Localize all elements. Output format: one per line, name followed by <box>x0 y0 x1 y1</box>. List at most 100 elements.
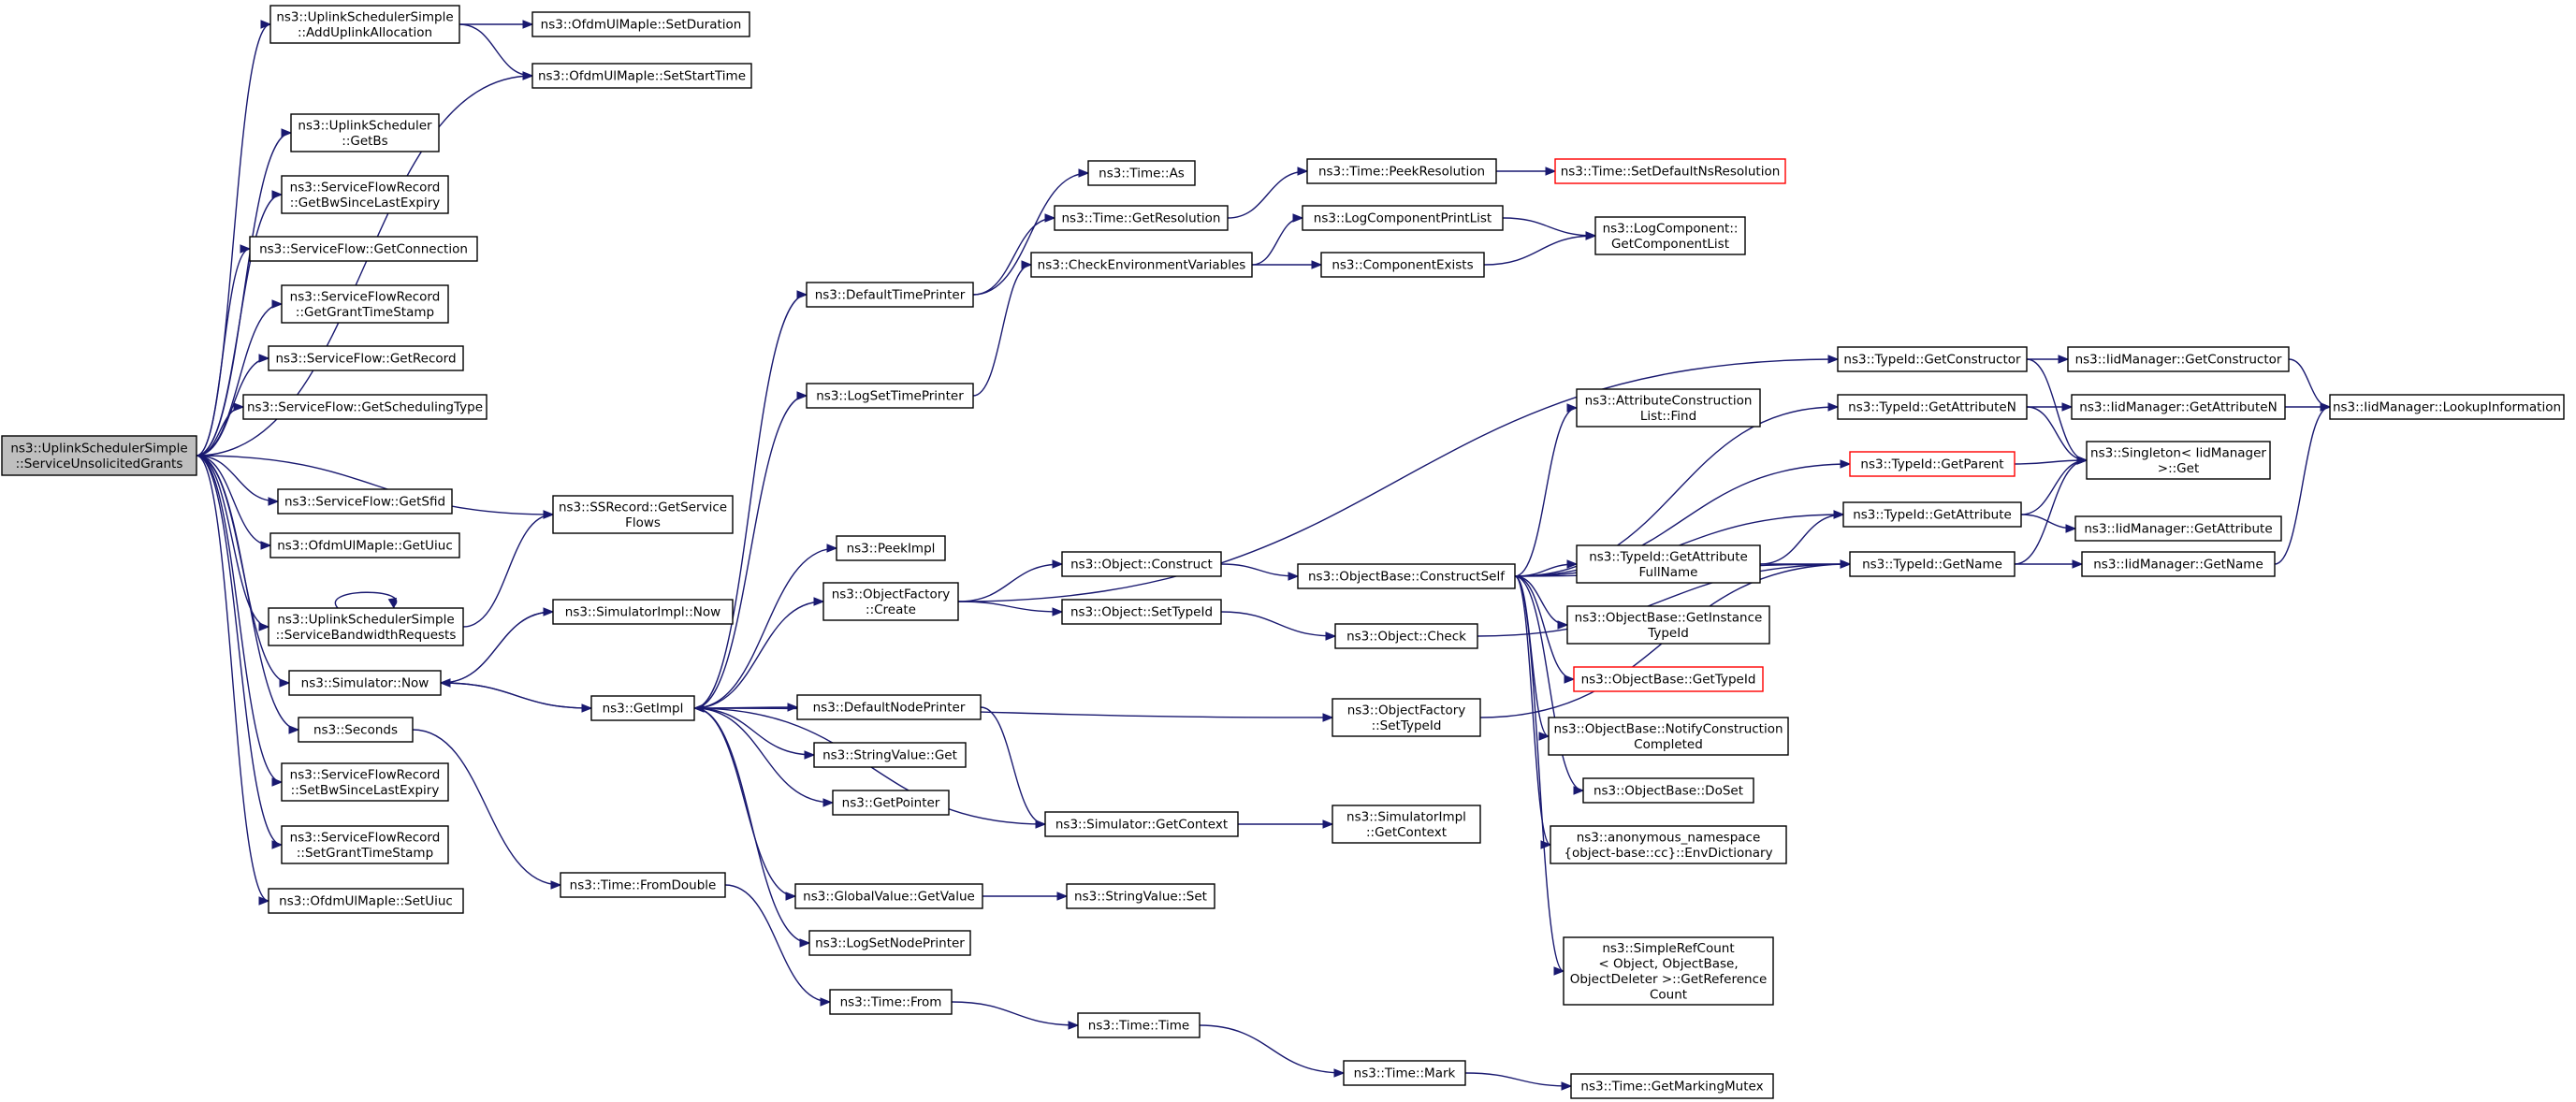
call-edge <box>957 355 1840 602</box>
function-node-getUiuc[interactable]: ns3::OfdmUlMapIe::GetUiuc <box>269 532 460 558</box>
function-node-typeIdGetConstructor[interactable]: ns3::TypeId::GetConstructor <box>1837 346 2028 372</box>
call-edge-line <box>1514 575 1575 680</box>
function-node-objBaseNotify[interactable]: ns3::ObjectBase::NotifyConstructionCompl… <box>1548 717 1789 756</box>
function-node-timeMark[interactable]: ns3::Time::Mark <box>1343 1060 1466 1086</box>
function-node-iidLookup[interactable]: ns3::IidManager::LookupInformation <box>2329 394 2565 420</box>
function-node-label: ::GetGrantTimeStamp <box>296 305 434 320</box>
function-node-box <box>1077 1012 1201 1038</box>
function-node-getBwSince[interactable]: ns3::ServiceFlowRecord::GetBwSinceLastEx… <box>281 175 449 214</box>
function-node-objBaseConstructSelf[interactable]: ns3::ObjectBase::ConstructSelf <box>1297 563 1516 589</box>
function-node-getImpl[interactable]: ns3::GetImpl <box>590 695 695 721</box>
function-node-label: ns3::LogComponentPrintList <box>1314 211 1492 226</box>
call-edge-arrowhead <box>1840 459 1852 469</box>
function-node-objConstruct[interactable]: ns3::Object::Construct <box>1061 551 1222 577</box>
function-node-box <box>1297 563 1516 589</box>
function-node-getSchedType[interactable]: ns3::ServiceFlow::GetSchedulingType <box>242 394 488 420</box>
function-node-setUiuc[interactable]: ns3::OfdmUlMapIe::SetUiuc <box>268 888 464 914</box>
function-node-getBs[interactable]: ns3::UplinkScheduler::GetBs <box>290 113 440 152</box>
call-edge-line <box>440 682 592 709</box>
function-node-objCheck[interactable]: ns3::Object::Check <box>1334 623 1478 649</box>
function-node-typeIdGetParent[interactable]: ns3::TypeId::GetParent <box>1849 451 2016 477</box>
function-node-label: ns3::Time::As <box>1099 167 1185 181</box>
function-node-timeFrom[interactable]: ns3::Time::From <box>829 989 953 1015</box>
function-node-box <box>268 607 464 646</box>
function-node-box <box>268 345 464 371</box>
function-node-timePeekRes[interactable]: ns3::Time::PeekResolution <box>1306 158 1497 184</box>
function-node-simGetContext[interactable]: ns3::Simulator::GetContext <box>1044 811 1239 837</box>
call-edge-line <box>196 455 299 731</box>
function-node-typeIdGetAttr[interactable]: ns3::TypeId::GetAttribute <box>1842 501 2022 528</box>
function-node-iidGetAttrN[interactable]: ns3::IidManager::GetAttributeN <box>2071 394 2286 420</box>
function-node-iidGetConstructor[interactable]: ns3::IidManager::GetConstructor <box>2067 346 2290 372</box>
function-node-objFactCreate[interactable]: ns3::ObjectFactory::Create <box>822 582 959 621</box>
function-node-getGrantTS[interactable]: ns3::ServiceFlowRecord::GetGrantTimeStam… <box>281 284 449 324</box>
function-node-logCompPrintList[interactable]: ns3::LogComponentPrintList <box>1302 205 1504 231</box>
function-node-logCompGetList[interactable]: ns3::LogComponent::GetComponentList <box>1594 216 1746 255</box>
call-edge-arrowhead <box>258 354 270 363</box>
function-node-logSetNodePrinter[interactable]: ns3::LogSetNodePrinter <box>808 930 971 956</box>
function-node-getRecord[interactable]: ns3::ServiceFlow::GetRecord <box>268 345 464 371</box>
function-node-addUplink[interactable]: ns3::UplinkSchedulerSimple::AddUplinkAll… <box>269 5 460 44</box>
call-edge-line <box>1514 463 1851 577</box>
function-node-anonEnvDict[interactable]: ns3::anonymous_namespace{object-base::cc… <box>1550 825 1787 864</box>
function-node-timeTime[interactable]: ns3::Time::Time <box>1077 1012 1201 1038</box>
function-node-defNodePrinter[interactable]: ns3::DefaultNodePrinter <box>796 694 982 720</box>
function-node-simpleRefCount[interactable]: ns3::SimpleRefCount< Object, ObjectBase,… <box>1563 936 1774 1006</box>
function-node-setDuration[interactable]: ns3::OfdmUlMapIe::SetDuration <box>531 11 750 37</box>
call-edge-line <box>458 23 533 77</box>
function-node-singletonGet[interactable]: ns3::Singleton< IidManager>::Get <box>2086 441 2271 480</box>
function-node-label: ns3::LogSetTimePrinter <box>816 389 964 404</box>
function-node-seconds[interactable]: ns3::Seconds <box>298 717 414 743</box>
function-node-iidGetName[interactable]: ns3::IidManager::GetName <box>2081 551 2276 577</box>
function-node-simImplNow[interactable]: ns3::SimulatorImpl::Now <box>552 599 734 625</box>
call-edge-arrowhead <box>1561 1081 1573 1091</box>
function-node-label: ns3::ServiceFlowRecord <box>290 830 441 845</box>
function-node-getSfid[interactable]: ns3::ServiceFlow::GetSfid <box>277 488 453 515</box>
call-edge-arrowhead <box>804 750 816 760</box>
function-node-defTimePrinter[interactable]: ns3::DefaultTimePrinter <box>806 282 974 308</box>
call-edge <box>196 402 245 457</box>
function-node-setGrantTS[interactable]: ns3::ServiceFlowRecord::SetGrantTimeStam… <box>281 825 449 864</box>
call-edge <box>196 455 284 849</box>
function-node-simImplGetContext[interactable]: ns3::SimulatorImpl::GetContext <box>1332 805 1481 844</box>
function-node-timeGetMarkingMutex[interactable]: ns3::Time::GetMarkingMutex <box>1570 1073 1774 1099</box>
call-edge-arrowhead <box>1833 510 1845 519</box>
function-node-getPointer[interactable]: ns3::GetPointer <box>832 790 950 816</box>
function-node-setBwSince[interactable]: ns3::ServiceFlowRecord::SetBwSinceLastEx… <box>281 762 449 802</box>
call-edge <box>693 544 838 709</box>
function-node-iidGetAttr[interactable]: ns3::IidManager::GetAttribute <box>2074 515 2282 542</box>
function-node-checkEnv[interactable]: ns3::CheckEnvironmentVariables <box>1030 252 1253 278</box>
function-node-globalGetValue[interactable]: ns3::GlobalValue::GetValue <box>794 883 983 909</box>
function-node-label: ns3::LogComponent:: <box>1603 221 1739 236</box>
function-node-logSetTimePrinter[interactable]: ns3::LogSetTimePrinter <box>806 383 974 409</box>
function-node-timeGetRes[interactable]: ns3::Time::GetResolution <box>1054 205 1229 231</box>
function-node-compExists[interactable]: ns3::ComponentExists <box>1320 252 1485 278</box>
function-node-root[interactable]: ns3::UplinkSchedulerSimple::ServiceUnsol… <box>1 435 197 476</box>
function-node-peekImpl[interactable]: ns3::PeekImpl <box>836 535 946 561</box>
function-node-objSetTypeId[interactable]: ns3::Object::SetTypeId <box>1061 599 1222 625</box>
function-node-fromDouble[interactable]: ns3::Time::FromDouble <box>560 872 726 898</box>
function-node-typeIdGetName[interactable]: ns3::TypeId::GetName <box>1849 551 2016 577</box>
call-edge-line <box>1251 217 1303 266</box>
function-node-setStartTime[interactable]: ns3::OfdmUlMapIe::SetStartTime <box>531 63 752 89</box>
function-node-timeAs[interactable]: ns3::Time::As <box>1087 160 1196 186</box>
function-node-strValSet[interactable]: ns3::StringValue::Set <box>1066 883 1215 909</box>
function-node-timeSetDefNs[interactable]: ns3::Time::SetDefaultNsResolution <box>1554 158 1786 184</box>
function-node-box <box>560 872 726 898</box>
function-node-objBaseGetTid[interactable]: ns3::ObjectBase::GetTypeId <box>1573 666 1764 692</box>
call-edge-arrowhead <box>543 510 555 519</box>
function-node-simNow[interactable]: ns3::Simulator::Now <box>288 670 442 696</box>
call-edge-line <box>1199 1024 1345 1074</box>
function-node-objBaseDoSet[interactable]: ns3::ObjectBase::DoSet <box>1582 777 1754 804</box>
call-edge-line <box>1514 575 1565 972</box>
function-node-strValGet[interactable]: ns3::StringValue::Get <box>813 742 967 768</box>
function-node-typeIdGetAttrN[interactable]: ns3::TypeId::GetAttributeN <box>1837 394 2028 420</box>
function-node-serviceBW[interactable]: ns3::UplinkSchedulerSimple::ServiceBandw… <box>268 607 464 646</box>
function-node-label: ns3::OfdmUlMapIe::GetUiuc <box>277 539 453 554</box>
function-node-objFactSetTypeId[interactable]: ns3::ObjectFactory::SetTypeId <box>1332 698 1481 737</box>
function-node-getConnection[interactable]: ns3::ServiceFlow::GetConnection <box>249 236 478 262</box>
